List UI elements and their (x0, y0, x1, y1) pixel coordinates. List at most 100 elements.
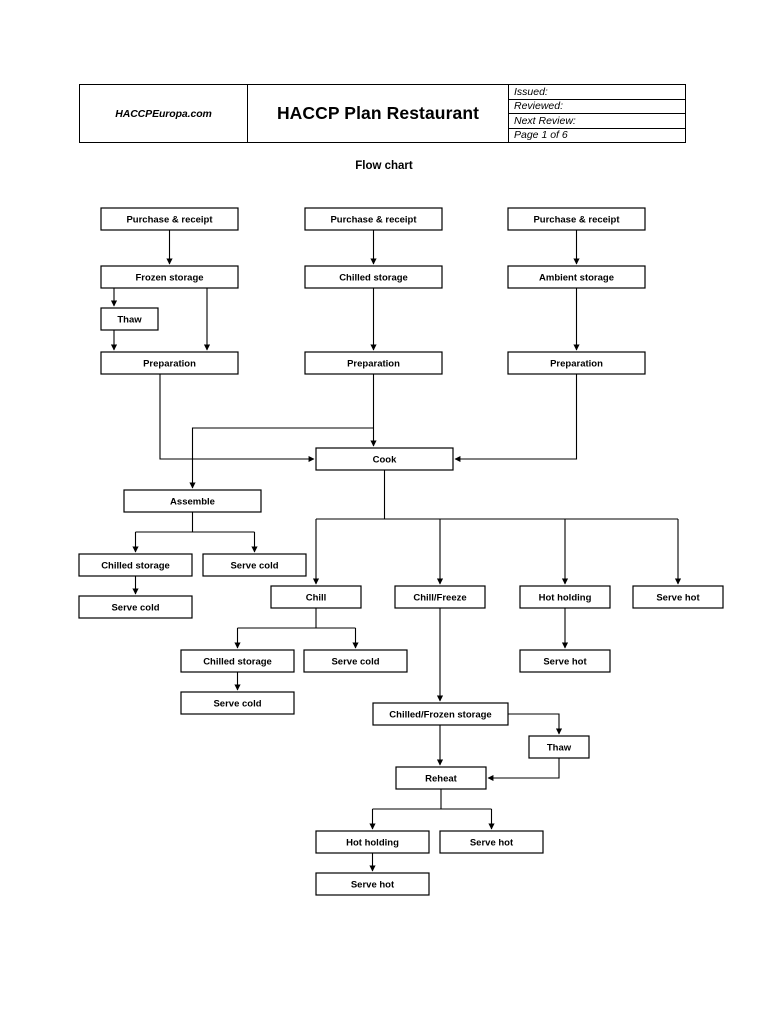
node-box (304, 351, 443, 375)
node-box (304, 265, 443, 289)
node-serve-hot-cook[interactable]: Serve hot (632, 585, 724, 609)
node-label: Hot holding (346, 838, 399, 849)
meta-row-page-number: Page 1 of 6 (514, 129, 568, 142)
node-chilled-storage-chill[interactable]: Chilled storage (180, 649, 295, 673)
node-label: Serve cold (331, 657, 379, 668)
node-label: Cook (373, 455, 397, 466)
node-box (372, 702, 509, 726)
node-label: Frozen storage (135, 273, 203, 284)
node-serve-hot-hot-holding-reheat[interactable]: Serve hot (315, 872, 430, 896)
node-label: Chill/Freeze (413, 593, 466, 604)
node-serve-cold-assemble[interactable]: Serve cold (202, 553, 307, 577)
node-label: Purchase & receipt (126, 215, 213, 226)
node-serve-cold-chill-storage[interactable]: Serve cold (180, 691, 295, 715)
node-label: Serve hot (543, 657, 587, 668)
edge-preparation-middle-to-assemble (189, 427, 374, 489)
node-hot-holding-cook[interactable]: Hot holding (519, 585, 611, 609)
node-box (394, 585, 486, 609)
node-serve-hot-hot-holding-cook[interactable]: Serve hot (519, 649, 611, 673)
meta-row-reviewed: Reviewed: (509, 100, 685, 114)
header-logo-cell: HACCPEuropa.com (80, 85, 248, 142)
node-purchase-receipt-ambient[interactable]: Purchase & receipt (507, 207, 646, 231)
node-box (315, 447, 454, 471)
node-box (270, 585, 362, 609)
node-box (507, 207, 646, 231)
node-box (78, 553, 193, 577)
edge-thaw-to-reheat (487, 758, 560, 782)
node-box (100, 351, 239, 375)
node-chilled-storage-assemble[interactable]: Chilled storage (78, 553, 193, 577)
company-logo-text: HACCPEuropa.com (115, 107, 212, 120)
node-frozen-storage[interactable]: Frozen storage (100, 265, 239, 289)
meta-row-issued: Issued: (509, 85, 685, 100)
header-title-cell: HACCP Plan Restaurant (248, 85, 509, 142)
node-serve-cold-assemble-storage[interactable]: Serve cold (78, 595, 193, 619)
node-box (180, 691, 295, 715)
node-preparation-ambient[interactable]: Preparation (507, 351, 646, 375)
node-label: Serve hot (656, 593, 700, 604)
node-label: Ambient storage (539, 273, 614, 284)
node-box (304, 207, 443, 231)
node-label: Chilled storage (203, 657, 272, 668)
node-label: Purchase & receipt (533, 215, 620, 226)
node-label: Purchase & receipt (330, 215, 417, 226)
node-box (315, 872, 430, 896)
header-meta-cell: Issued: Reviewed: Next Review: Page 1 of… (509, 85, 685, 142)
node-hot-holding-reheat[interactable]: Hot holding (315, 830, 430, 854)
node-box (100, 265, 239, 289)
node-label: Serve cold (111, 603, 159, 614)
edge-preparation-left-to-cook (159, 374, 315, 463)
node-box (100, 207, 239, 231)
flow-chart-caption: Flow chart (355, 160, 413, 172)
node-box (632, 585, 724, 609)
node-box (100, 307, 159, 331)
node-label: Assemble (170, 497, 215, 508)
edge-chilled-frozen-storage-to-thaw (508, 713, 563, 735)
node-label: Preparation (143, 359, 196, 370)
meta-row-next-review: Next Review: (509, 114, 685, 129)
node-cook[interactable]: Cook (315, 447, 454, 471)
node-box (123, 489, 262, 513)
node-label: Hot holding (539, 593, 592, 604)
node-box (395, 766, 487, 790)
node-chilled-frozen-storage[interactable]: Chilled/Frozen storage (372, 702, 509, 726)
node-label: Preparation (347, 359, 400, 370)
node-purchase-receipt-frozen[interactable]: Purchase & receipt (100, 207, 239, 231)
node-preparation-frozen[interactable]: Preparation (100, 351, 239, 375)
node-label: Reheat (425, 774, 458, 785)
node-chill-freeze[interactable]: Chill/Freeze (394, 585, 486, 609)
node-box (202, 553, 307, 577)
node-box (519, 585, 611, 609)
diagram-edges (110, 230, 682, 872)
document-header-table: HACCPEuropa.com HACCP Plan Restaurant Is… (79, 84, 686, 143)
node-reheat[interactable]: Reheat (395, 766, 487, 790)
node-serve-hot-reheat[interactable]: Serve hot (439, 830, 544, 854)
node-chilled-storage-top[interactable]: Chilled storage (304, 265, 443, 289)
node-label: Serve hot (351, 880, 395, 891)
node-serve-cold-chill[interactable]: Serve cold (303, 649, 408, 673)
node-box (439, 830, 544, 854)
node-label: Thaw (547, 743, 572, 754)
node-label: Serve hot (470, 838, 514, 849)
node-label: Preparation (550, 359, 603, 370)
diagram-nodes: Purchase & receipt Frozen storage Thaw P… (78, 207, 724, 896)
node-thaw-frozen[interactable]: Thaw (100, 307, 159, 331)
node-thaw-reheat[interactable]: Thaw (528, 735, 590, 759)
node-preparation-chilled[interactable]: Preparation (304, 351, 443, 375)
document-title: HACCP Plan Restaurant (276, 103, 480, 123)
node-label: Chilled storage (101, 561, 170, 572)
node-ambient-storage[interactable]: Ambient storage (507, 265, 646, 289)
edge-preparation-right-to-cook (454, 374, 578, 463)
node-label: Serve cold (230, 561, 278, 572)
node-box (507, 351, 646, 375)
node-label: Serve cold (213, 699, 261, 710)
node-box (78, 595, 193, 619)
node-purchase-receipt-chilled[interactable]: Purchase & receipt (304, 207, 443, 231)
node-box (507, 265, 646, 289)
node-box (303, 649, 408, 673)
node-assemble[interactable]: Assemble (123, 489, 262, 513)
node-label: Chill (306, 593, 327, 604)
node-box (180, 649, 295, 673)
node-chill[interactable]: Chill (270, 585, 362, 609)
